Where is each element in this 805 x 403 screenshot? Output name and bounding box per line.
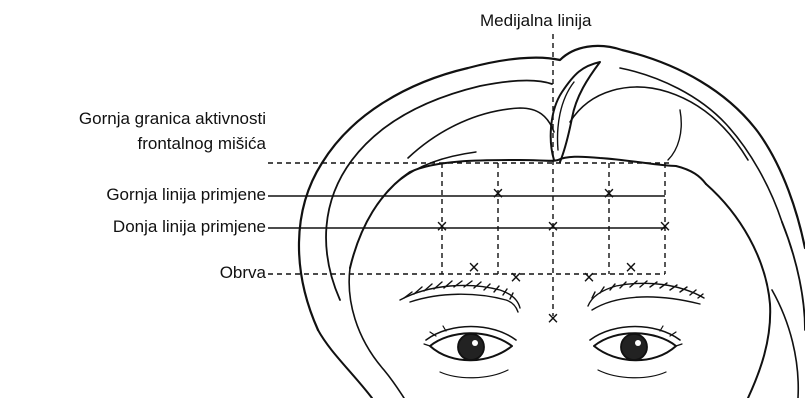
- lower-application-label: Donja linija primjene: [0, 217, 266, 237]
- face-right-contour: [706, 184, 770, 398]
- injection-point-lower-center: ×: [547, 216, 559, 238]
- injection-point-glabella: ×: [547, 308, 559, 330]
- face-left-inner: [349, 268, 404, 398]
- left-eye: [424, 326, 516, 360]
- left-eyebrow: [400, 281, 520, 312]
- hair-right-lower: [772, 290, 798, 398]
- right-eye: [590, 326, 682, 360]
- right-eyebrow: [588, 281, 704, 310]
- face-right-outer: [782, 222, 805, 330]
- injection-point-upper-right: ×: [603, 183, 615, 205]
- hair-inner-wave-2: [408, 108, 554, 158]
- hairline-left-wisp: [400, 152, 476, 180]
- injection-point-brow-left-lower: ×: [510, 267, 522, 289]
- left-lower-lid: [440, 370, 508, 378]
- upper-boundary-label-line1: Gornja granica aktivnosti: [0, 109, 266, 129]
- right-lower-lid: [598, 370, 666, 378]
- injection-point-upper-left: ×: [492, 183, 504, 205]
- midline-label: Medijalna linija: [480, 11, 592, 31]
- injection-point-brow-left-inner: ×: [468, 257, 480, 279]
- hairline: [350, 157, 706, 268]
- upper-boundary-label: Gornja granica aktivnosti frontalnog miš…: [0, 109, 266, 154]
- hairline-right-wisp: [668, 110, 681, 160]
- upper-application-label: Gornja linija primjene: [0, 185, 266, 205]
- injection-point-lower-far-left: ×: [436, 216, 448, 238]
- hair-outline: [299, 46, 805, 330]
- hair-inner-wave-4: [620, 68, 782, 222]
- hair-inner-wave-3: [570, 87, 748, 160]
- injection-point-lower-far-right: ×: [659, 216, 671, 238]
- upper-boundary-label-line2: frontalnog mišića: [0, 134, 266, 154]
- injection-point-brow-right-lower: ×: [583, 267, 595, 289]
- eyebrow-label: Obrva: [0, 263, 266, 283]
- injection-point-brow-right-inner: ×: [625, 257, 637, 279]
